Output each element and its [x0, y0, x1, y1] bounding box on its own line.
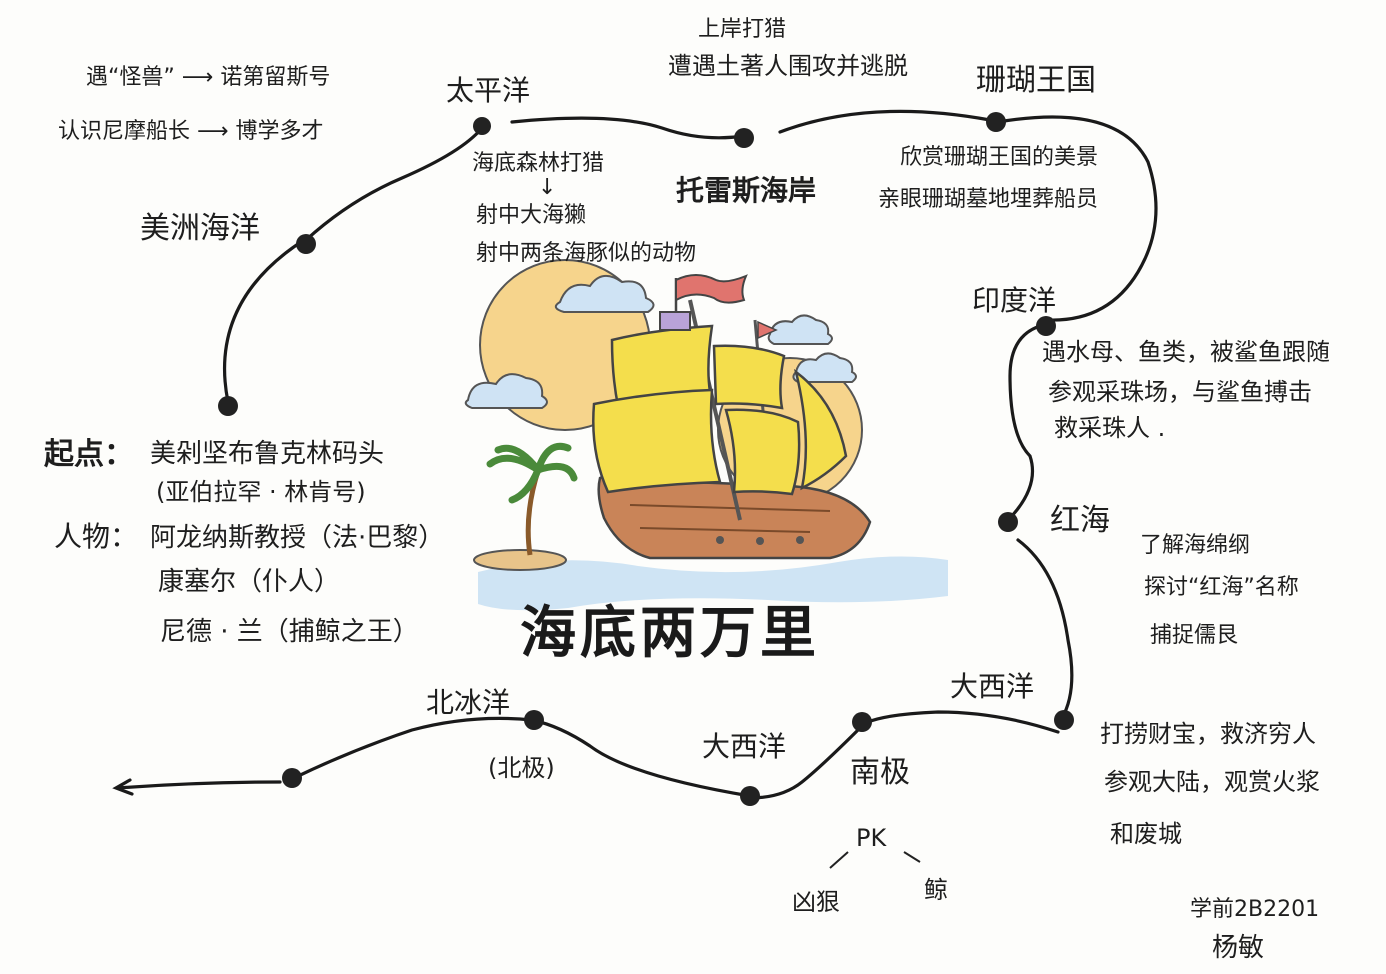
start-detail: (亚伯拉罕 · 林肯号) [156, 478, 366, 506]
signature-class: 学前2B2201 [1190, 897, 1319, 922]
note-line: 遇水母、鱼类，被鲨鱼跟随 [1042, 338, 1330, 366]
torres-notes: 上岸打猎 遭遇土著人围攻并逃脱 [668, 17, 908, 80]
note-line: 海底森林打猎 [472, 151, 604, 176]
route-stops [218, 112, 1074, 806]
pk-right: 鲸 [924, 876, 948, 904]
place-arctic-note: (北极) [488, 754, 555, 782]
sail [724, 408, 801, 496]
stop-dot [1054, 710, 1074, 730]
people-label: 人物： [54, 520, 138, 553]
stop-dot [1036, 316, 1056, 336]
note-line: 救采珠人 . [1054, 414, 1165, 442]
stop-dot [740, 786, 760, 806]
place-indian: 印度洋 [972, 284, 1056, 317]
pacific-notes: 海底森林打猎 ↓ 射中大海獭 射中两条海豚似的动物 [472, 151, 696, 266]
note-line: 参观采珠场，与鲨鱼搏击 [1048, 378, 1312, 406]
americas-notes: 遇“怪兽” ⟶ 诺第留斯号 认识尼摩船长 ⟶ 博学多才 [58, 65, 330, 144]
place-atlantic-lower: 大西洋 [702, 730, 786, 763]
place-pacific: 太平洋 [446, 74, 530, 107]
cloud-icon [767, 314, 833, 345]
note-line: 遇“怪兽” ⟶ 诺第留斯号 [86, 65, 330, 90]
pk-left: 凶狠 [792, 888, 840, 916]
place-red-sea: 红海 [1050, 503, 1110, 538]
note-line: 认识尼摩船长 ⟶ 博学多才 [58, 119, 324, 144]
person-2: 康塞尔（仆人） [158, 567, 340, 597]
note-line: 捕捉儒艮 [1150, 623, 1238, 648]
place-americas: 美洲海洋 [140, 211, 260, 246]
stop-dot [986, 112, 1006, 132]
stop-dot [524, 710, 544, 730]
stop-dot [282, 768, 302, 788]
note-line: 上岸打猎 [698, 17, 786, 42]
stop-dot [473, 117, 491, 135]
note-line: 了解海绵纲 [1140, 533, 1250, 558]
cloud-icon [554, 275, 655, 313]
map-title: 海底两万里 [520, 601, 820, 666]
pk-label: PK [856, 824, 887, 852]
flag-icon [675, 274, 748, 304]
stop-dot [998, 512, 1018, 532]
stop-dot [734, 128, 754, 148]
note-line: 探讨“红海”名称 [1144, 575, 1299, 600]
indian-notes: 遇水母、鱼类，被鲨鱼跟随 参观采珠场，与鲨鱼搏击 救采珠人 . [1042, 338, 1330, 442]
coral-notes: 欣赏珊瑚王国的美景 亲眼珊瑚墓地埋葬船员 [878, 145, 1098, 212]
note-line: ↓ [538, 175, 556, 200]
person-3: 尼德 · 兰（捕鲸之王） [160, 617, 419, 647]
note-line: 参观大陆，观赏火浆 [1104, 768, 1320, 796]
signature-name: 杨敏 [1212, 933, 1264, 963]
ship-illustration [464, 259, 948, 611]
note-line: 射中大海獭 [476, 203, 586, 228]
palm-leaves-icon [486, 442, 578, 504]
south-pole-pk: PK 凶狠 鲸 [792, 824, 948, 916]
cloud-icon [464, 373, 548, 409]
crows-nest [659, 311, 691, 331]
info-block: 起点： 美剁坚布鲁克林码头 (亚伯拉罕 · 林肯号) 人物： 阿龙纳斯教授（法·… [44, 437, 444, 647]
sail [793, 368, 848, 491]
note-line: 和废城 [1110, 820, 1182, 848]
sea-waves [478, 556, 948, 611]
note-line: 打捞财宝，救济穷人 [1100, 720, 1316, 748]
stop-dot [296, 234, 316, 254]
place-atlantic-upper: 大西洋 [950, 670, 1034, 703]
place-arctic: 北冰洋 [426, 686, 510, 719]
atlantic-notes: 打捞财宝，救济穷人 参观大陆，观赏火浆 和废城 [1100, 720, 1320, 848]
place-south-pole: 南极 [850, 755, 910, 790]
voyage-route [112, 109, 1158, 800]
start-place: 美剁坚布鲁克林码头 [150, 439, 384, 469]
signature: 学前2B2201 杨敏 [1190, 897, 1319, 963]
sail [592, 388, 722, 494]
place-torres: 托雷斯海岸 [676, 174, 816, 207]
start-label: 起点： [44, 437, 134, 472]
person-1: 阿龙纳斯教授（法·巴黎） [150, 523, 444, 553]
red-sea-notes: 了解海绵纲 探讨“红海”名称 捕捉儒艮 [1140, 533, 1299, 648]
note-line: 遭遇土著人围攻并逃脱 [668, 52, 908, 80]
note-line: 射中两条海豚似的动物 [476, 241, 696, 266]
island [473, 549, 567, 571]
note-line: 亲眼珊瑚墓地埋葬船员 [878, 187, 1098, 212]
place-coral: 珊瑚王国 [976, 63, 1096, 98]
sail [712, 344, 786, 410]
stop-dot [852, 712, 872, 732]
stop-dot [218, 396, 238, 416]
flag-icon [757, 320, 778, 340]
note-line: 欣赏珊瑚王国的美景 [900, 145, 1098, 170]
